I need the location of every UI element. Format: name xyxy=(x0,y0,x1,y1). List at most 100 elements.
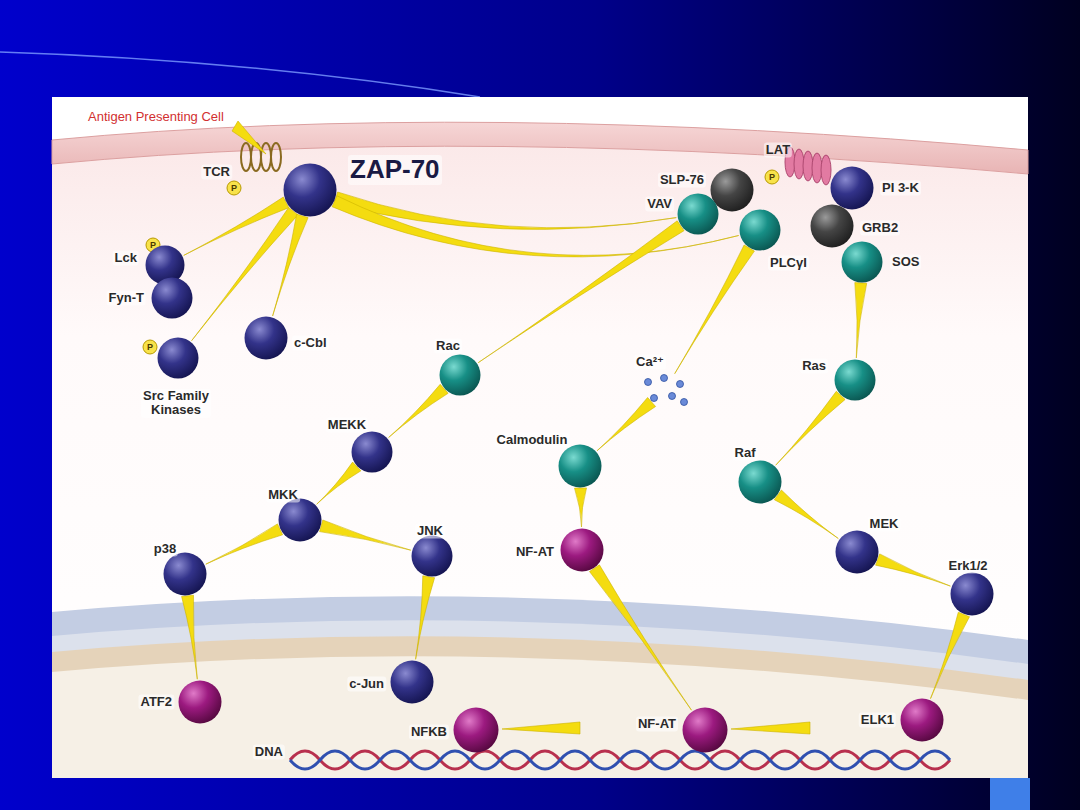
ball-shape xyxy=(835,530,879,574)
ball-shape xyxy=(283,163,337,217)
ball-shape xyxy=(157,337,199,379)
protein-ball: Src Family Kinases xyxy=(157,337,199,379)
phospho-dot xyxy=(143,170,779,354)
dna-helix xyxy=(290,751,950,769)
ball-circle xyxy=(559,445,602,488)
signal-wedge xyxy=(389,384,449,437)
protein-label: c-Jun xyxy=(347,677,386,692)
lat-coil xyxy=(794,149,804,179)
protein-label: ELK1 xyxy=(859,713,896,728)
lat-coil xyxy=(812,153,822,183)
lat-coil xyxy=(803,151,813,181)
lat-coil xyxy=(785,147,831,185)
protein-ball: MEK xyxy=(835,530,879,574)
ion-dot xyxy=(669,393,676,400)
ball-shape xyxy=(151,277,193,319)
ion-dot xyxy=(677,381,684,388)
protein-ball: ZAP-70 xyxy=(283,163,337,217)
signal-wedge xyxy=(182,595,198,679)
protein-label: MKK xyxy=(266,488,300,503)
cell-label: Antigen Presenting Cell xyxy=(88,110,224,125)
signal-wedge xyxy=(731,722,810,734)
ball-shape xyxy=(163,552,207,596)
ball-shape xyxy=(178,680,222,724)
ball-shape xyxy=(351,431,393,473)
protein-ball: Fyn-T xyxy=(151,277,193,319)
phospho-dot xyxy=(143,340,157,354)
ball-shape xyxy=(810,204,854,248)
nuclear-envelope xyxy=(52,620,1028,778)
protein-label: MEK xyxy=(868,517,901,532)
protein-ball: Rac xyxy=(439,354,481,396)
protein-label: SLP-76 xyxy=(658,173,706,188)
part-label: DNA xyxy=(253,745,285,760)
ball-shape xyxy=(682,707,728,753)
ball-circle xyxy=(739,461,782,504)
ball-circle xyxy=(835,360,876,401)
protein-label: Ca²⁺ xyxy=(634,355,666,370)
protein-ball: MEKK xyxy=(351,431,393,473)
ball-shape xyxy=(900,698,944,742)
protein-ball: NF-AT xyxy=(682,707,728,753)
protein-label: VAV xyxy=(645,197,674,212)
signal-wedge xyxy=(590,565,692,710)
ball-shape xyxy=(453,707,499,753)
ball-shape xyxy=(640,372,690,408)
ball-circle xyxy=(740,210,781,251)
phospho-mark: P xyxy=(147,342,153,352)
protein-label: ATF2 xyxy=(138,695,174,710)
protein-label: NF-AT xyxy=(514,545,556,560)
ball-circle xyxy=(951,573,994,616)
ball-circle xyxy=(836,531,879,574)
corner-block xyxy=(990,778,1030,810)
signal-wedge xyxy=(776,391,845,465)
signal-wedge xyxy=(317,462,361,504)
ball-shape xyxy=(278,498,322,542)
ball-shape xyxy=(244,316,288,360)
ball-circle xyxy=(683,708,728,753)
protein-ball: c-Cbl xyxy=(244,316,288,360)
signal-wedge xyxy=(876,554,951,586)
protein-label: JNK xyxy=(415,524,445,539)
protein-ball: PI 3-K xyxy=(830,166,874,210)
ball-circle xyxy=(245,317,288,360)
protein-ball: NF-AT xyxy=(560,528,604,572)
ball-shape xyxy=(560,528,604,572)
ball-circle xyxy=(561,529,604,572)
ball-circle xyxy=(352,432,393,473)
ball-circle xyxy=(164,553,207,596)
dna-strand xyxy=(290,751,950,769)
phospho-dot xyxy=(765,170,779,184)
signal-wedge xyxy=(416,576,435,660)
ion-dot xyxy=(645,379,652,386)
protein-label: SOS xyxy=(890,255,921,270)
calcium-ions: Ca²⁺ xyxy=(640,372,690,408)
nuclear-envelope xyxy=(52,636,1028,778)
protein-label: MEKK xyxy=(326,418,368,433)
protein-label: Ras xyxy=(800,359,828,374)
protein-label: ZAP-70 xyxy=(348,155,442,185)
ball-circle xyxy=(842,242,883,283)
picture-ground xyxy=(52,97,1028,778)
protein-ball: Erk1/2 xyxy=(950,572,994,616)
signal-wedge xyxy=(675,245,755,374)
nucleoplasm xyxy=(52,656,1028,778)
protein-label: Calmodulin xyxy=(495,433,570,448)
ball-circle xyxy=(678,194,719,235)
protein-label: Raf xyxy=(733,446,758,461)
phospho-mark: P xyxy=(150,240,156,250)
ball-shape xyxy=(834,359,876,401)
phospho-mark: P xyxy=(231,183,237,193)
ion-dot xyxy=(661,375,668,382)
protein-ball: ATF2 xyxy=(178,680,222,724)
cytoplasm xyxy=(52,146,1028,778)
part-label: LAT xyxy=(764,143,792,158)
ball-circle xyxy=(711,169,754,212)
protein-ball: SOS xyxy=(841,241,883,283)
ball-shape xyxy=(558,444,602,488)
ball-circle xyxy=(279,499,322,542)
signal-wedge xyxy=(502,722,580,734)
ball-circle xyxy=(811,205,854,248)
decor-line xyxy=(0,52,480,97)
protein-ball: Raf xyxy=(738,460,782,504)
